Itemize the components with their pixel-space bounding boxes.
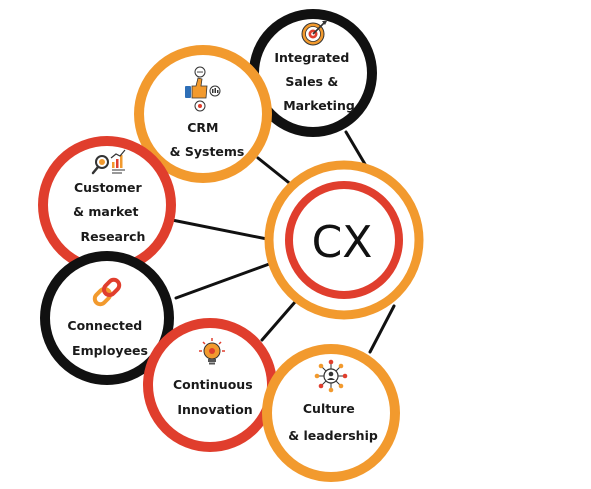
svg-text:Continuous Innovation: Continuous Innovation [173,377,257,417]
node-label-line: Integrated [274,50,349,65]
node-ring [134,45,272,183]
thumbs-up-network-icon [185,66,221,112]
svg-text:CRM & Systems: CRM & Systems [170,120,245,159]
node-label-line: CRM [187,120,218,135]
connector-culture [368,304,396,354]
node-crm-systems: CRM & Systems [134,45,272,183]
center-node-cx: CX [264,160,424,320]
lightbulb-gear-icon [199,338,225,365]
connectors [170,130,396,354]
node-label-line: Employees [72,343,148,358]
connector-innovation [260,300,297,342]
svg-text:Culture & leadership: Culture & leadership [288,401,378,443]
node-label-line: Sales & [285,74,338,89]
node-customer-market-research: Customer & market Research [38,136,176,274]
node-label-line: Innovation [177,402,252,417]
node-label-line: Research [81,229,146,244]
svg-text:Integrated Sales &: Integrated Sales & Marketing [274,50,354,113]
node-connected-employees: Connected Employees [40,251,174,385]
node-culture-leadership: Culture & leadership [262,344,400,482]
chain-link-icon [92,277,122,307]
node-label-line: & leadership [288,428,378,443]
person-network-icon [314,359,348,393]
node-label-line: Customer [74,180,143,195]
node-label-line: & Systems [170,144,245,159]
node-ring [262,344,400,482]
node-label-line: Connected [67,318,142,333]
center-label: CX [312,217,373,268]
node-label-line: Marketing [283,98,355,113]
svg-text:Customer & market: Customer & market Research [73,180,146,244]
connector-customer [170,218,274,242]
magnifier-chart-icon [91,149,126,175]
node-label-line: Culture [303,401,355,416]
node-ring [40,251,174,385]
node-continuous-innovation: Continuous Innovation [143,318,277,452]
center-inner-ring [285,181,403,299]
node-label-line: Continuous [173,377,253,392]
svg-text:Connected Employees: Connected Employees [67,318,148,358]
connector-connected [174,261,274,300]
target-icon [301,21,327,46]
node-integrated-sales-marketing: Integrated Sales & Marketing [249,9,377,137]
node-label-line: & market [73,204,138,219]
